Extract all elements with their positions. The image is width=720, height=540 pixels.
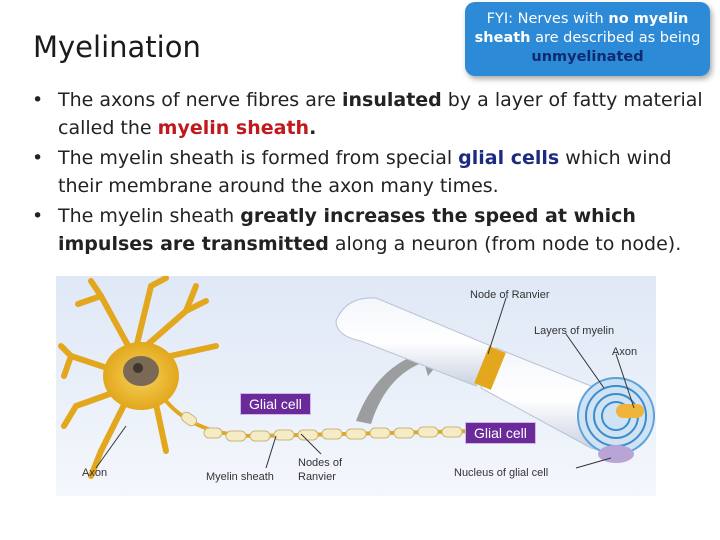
enlarged-axon	[335, 297, 655, 463]
label-nucleus-glial: Nucleus of glial cell	[454, 467, 548, 479]
label-nodes-of: Nodes of	[298, 457, 343, 469]
callout-sheath: sheath	[474, 30, 531, 46]
bullet-glial: The myelin sheath is formed from special…	[30, 144, 710, 200]
label-axon-left: Axon	[82, 467, 107, 479]
leader-lines	[95, 297, 635, 469]
bullet-2-text-a: The myelin sheath is formed from special	[58, 147, 459, 169]
bullet-1-text-a: The axons of nerve fibres are	[58, 89, 342, 111]
bullet-2-glial-cells: glial cells	[458, 147, 560, 169]
neuron-diagram: Node of Ranvier Layers of myelin Axon Ax…	[56, 275, 656, 496]
bullet-speed: The myelin sheath greatly increases the …	[30, 202, 710, 258]
bullet-1-bold: insulated	[341, 89, 442, 111]
fyi-callout-text: FYI: Nerves with no myelin sheath are de…	[470, 10, 705, 67]
fyi-callout-box	[465, 2, 710, 76]
callout-fyi: FYI: Nerves with	[486, 11, 609, 27]
glial-nucleus	[598, 445, 634, 463]
dendrites	[58, 275, 219, 479]
label-axon-right: Axon	[612, 346, 637, 358]
bullet-2-text-b: which wind their membrane around the axo…	[58, 147, 672, 197]
glial-cell-tag-1: Glial cell	[240, 393, 311, 415]
callout-described: are described as being	[530, 30, 701, 46]
bullet-1-text-b: by a layer of fatty material called the	[58, 89, 703, 139]
bullet-list: The axons of nerve fibres are insulated …	[30, 86, 710, 260]
slide-title: Myelination	[33, 30, 201, 64]
label-ranvier: Ranvier	[298, 471, 336, 483]
bullet-1-myelin-sheath: myelin sheath	[157, 117, 310, 139]
neuron-illustration: Node of Ranvier Layers of myelin Axon Ax…	[56, 275, 656, 496]
bullet-3-text-a: The myelin sheath	[58, 205, 241, 227]
myelin-cross-section	[577, 377, 655, 455]
label-node-of-ranvier: Node of Ranvier	[470, 289, 550, 301]
bullet-3-bold: greatly increases the speed at which imp…	[58, 205, 636, 255]
myelin-segments	[181, 411, 463, 442]
axon-core	[616, 404, 644, 418]
bullet-3-text-b: along a neuron (from node to node).	[328, 233, 682, 255]
node-of-ranvier-gap	[474, 346, 506, 390]
callout-no-myelin: no myelin	[608, 11, 689, 27]
label-layers-of-myelin: Layers of myelin	[534, 325, 614, 337]
glial-cell-tag-2: Glial cell	[465, 422, 536, 444]
nucleolus	[133, 363, 143, 373]
label-myelin-sheath: Myelin sheath	[206, 471, 274, 483]
callout-unmyelinated: unmyelinated	[531, 49, 644, 65]
bullet-1-period: .	[309, 117, 317, 139]
bullet-insulated: The axons of nerve fibres are insulated …	[30, 86, 710, 142]
